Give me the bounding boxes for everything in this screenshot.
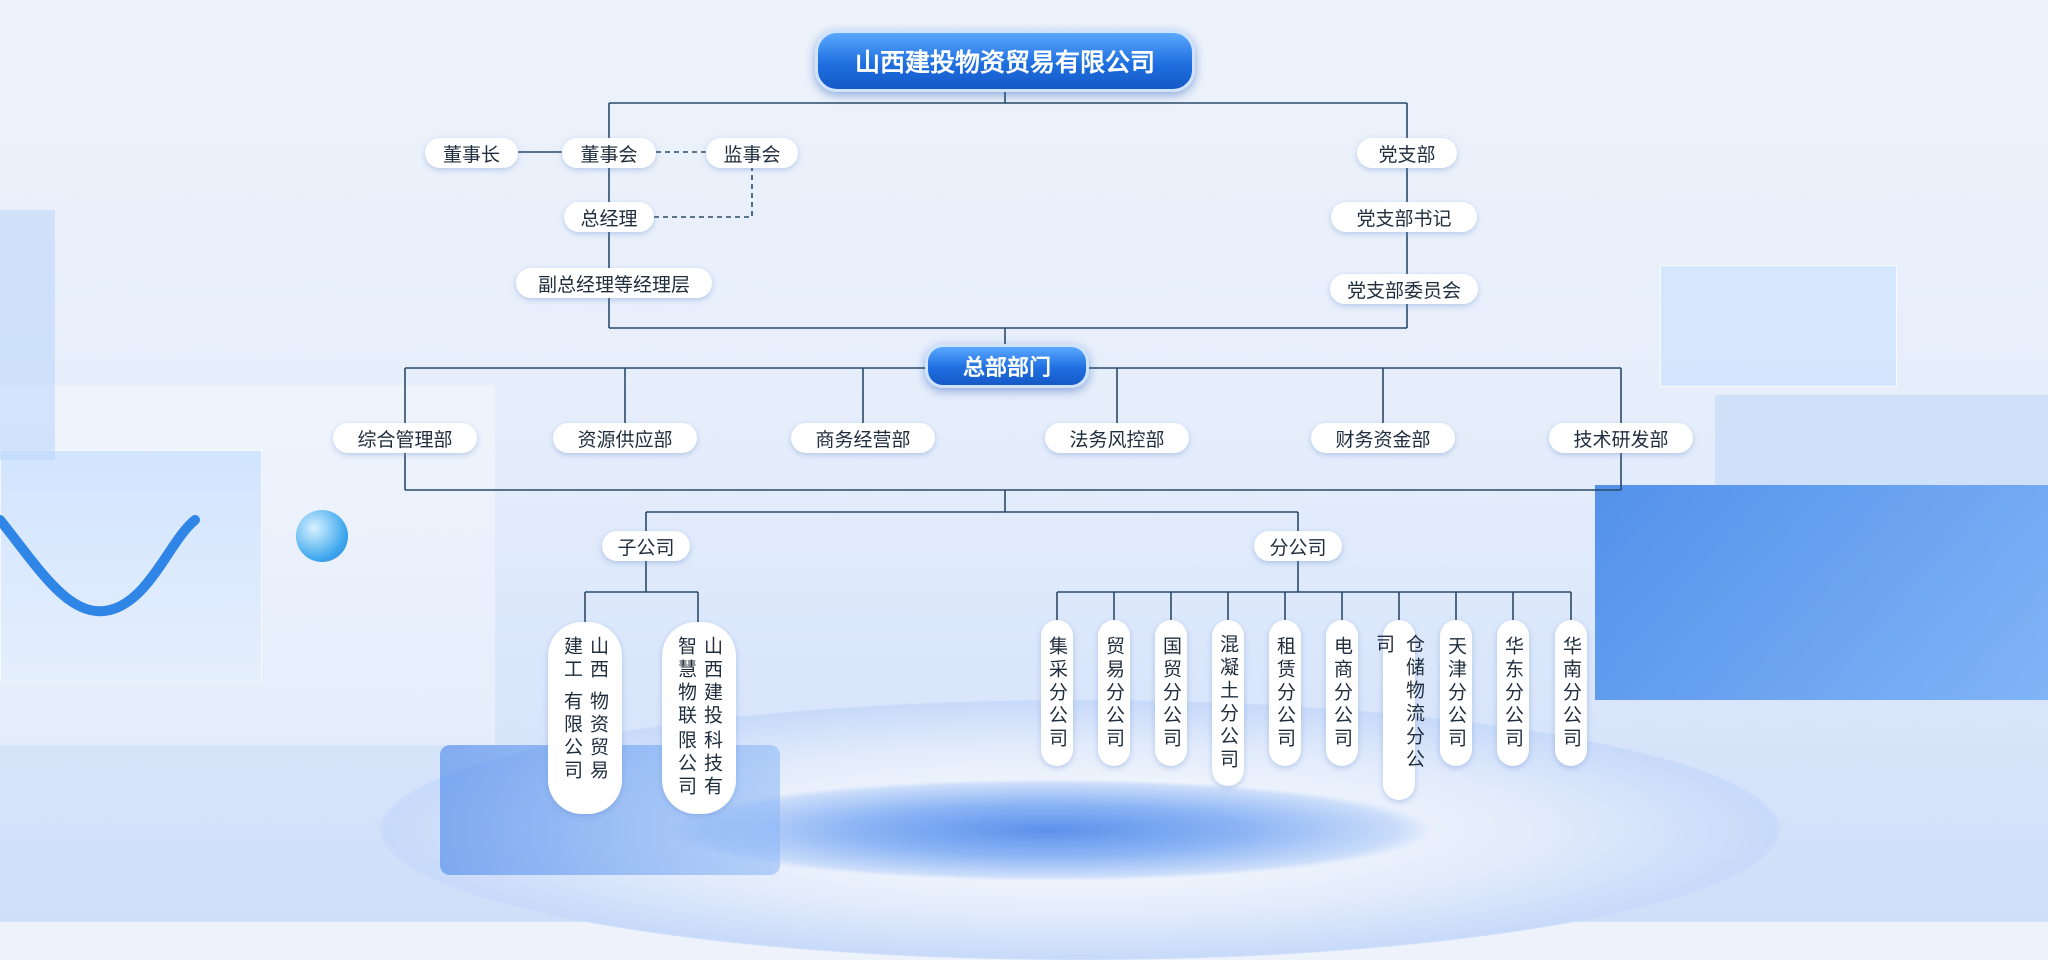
subsidiary-item: 山西建投智慧物联科技有限公司 <box>662 622 736 814</box>
node-general-manager: 总经理 <box>564 202 654 232</box>
dept-tech-rd: 技术研发部 <box>1549 423 1693 453</box>
branch-item: 华东分公司 <box>1497 620 1529 766</box>
company-title: 山西建投物资贸易有限公司 <box>815 30 1195 92</box>
node-deputy-managers: 副总经理等经理层 <box>516 268 712 298</box>
branch-item: 电商分公司 <box>1326 620 1358 766</box>
node-chairman: 董事长 <box>425 138 518 168</box>
node-supervisory-board: 监事会 <box>706 138 798 168</box>
dept-business-operation: 商务经营部 <box>791 423 935 453</box>
branch-item: 华南分公司 <box>1555 620 1587 766</box>
subsidiary-line: 物资贸易有限公司 <box>561 690 609 783</box>
dept-general-management: 综合管理部 <box>333 423 477 453</box>
branch-item: 天津分公司 <box>1440 620 1472 766</box>
dept-finance: 财务资金部 <box>1311 423 1455 453</box>
node-branches: 分公司 <box>1254 531 1342 561</box>
hq-departments-title: 总部部门 <box>925 344 1089 388</box>
node-party-secretary: 党支部书记 <box>1331 202 1477 232</box>
node-subsidiaries: 子公司 <box>602 531 690 561</box>
dept-resource-supply: 资源供应部 <box>553 423 697 453</box>
node-party-branch: 党支部 <box>1357 138 1457 168</box>
subsidiary-line: 山西建投智慧物联 <box>675 636 723 728</box>
branch-item: 混凝土分公司 <box>1212 620 1244 786</box>
subsidiary-line: 山西建工 <box>561 636 609 682</box>
subsidiary-item: 山西建工物资贸易有限公司 <box>548 622 622 814</box>
branch-item: 仓储物流分公司 <box>1373 620 1425 800</box>
branch-item: 贸易分公司 <box>1098 620 1130 766</box>
subsidiary-line: 科技有限公司 <box>675 729 723 799</box>
dept-legal-risk: 法务风控部 <box>1045 423 1189 453</box>
branch-item: 租赁分公司 <box>1269 620 1301 766</box>
connector-lines <box>404 92 1622 622</box>
branch-item: 国贸分公司 <box>1155 620 1187 766</box>
node-board: 董事会 <box>562 138 656 168</box>
branch-item: 集采分公司 <box>1041 620 1073 766</box>
node-party-committee: 党支部委员会 <box>1330 274 1478 304</box>
